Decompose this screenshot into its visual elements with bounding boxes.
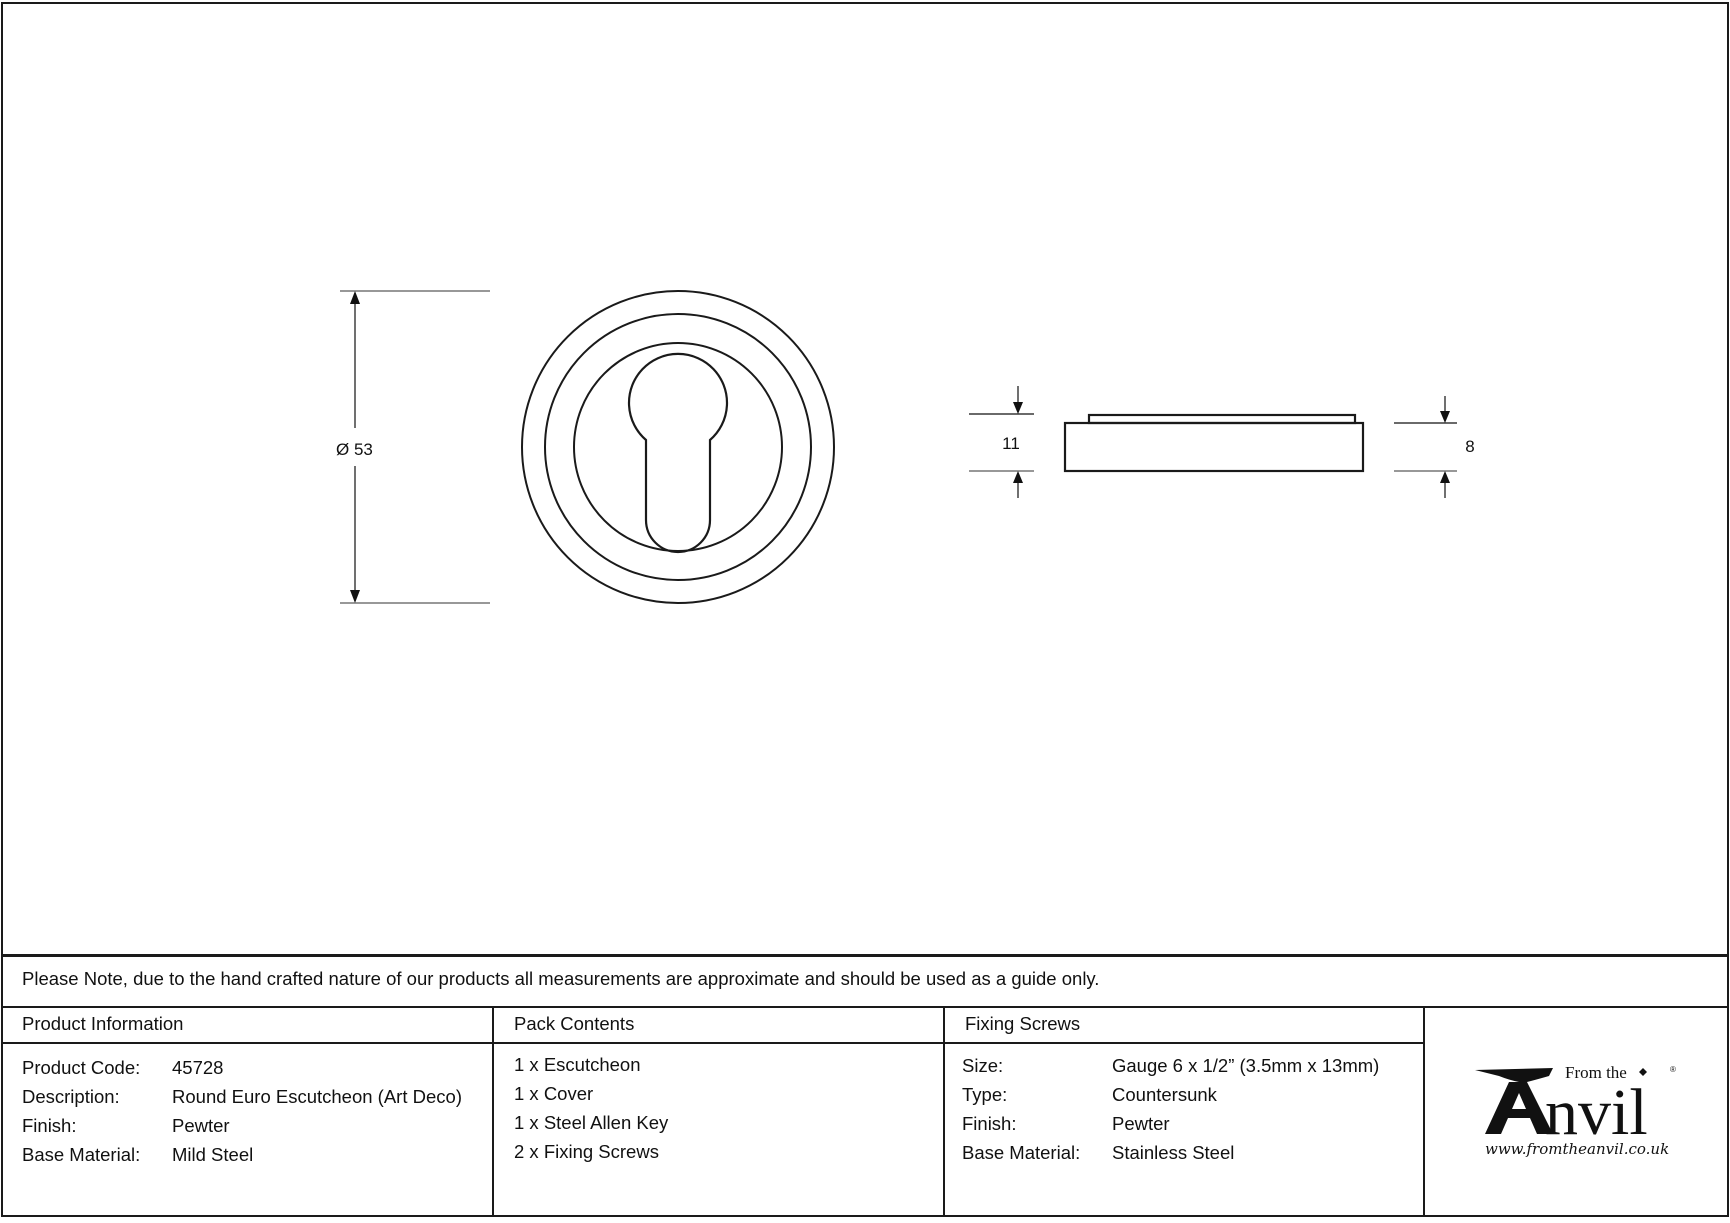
description-label: Description: xyxy=(22,1086,120,1107)
product-code-value: 45728 xyxy=(172,1057,224,1078)
overall-height-dimension: 11 xyxy=(969,386,1034,498)
screw-type-label: Type: xyxy=(962,1084,1008,1105)
pack-contents-heading: Pack Contents xyxy=(514,1013,635,1034)
screw-finish-value: Pewter xyxy=(1112,1113,1170,1134)
pack-item: 1 x Cover xyxy=(514,1083,594,1104)
column-divider-1 xyxy=(492,1006,494,1215)
screw-size-value: Gauge 6 x 1/2” (3.5mm x 13mm) xyxy=(1112,1055,1380,1076)
anvil-icon xyxy=(1475,1068,1553,1134)
product-info-row: Product Code: 45728 xyxy=(22,1053,462,1082)
fixing-screws-table: Size: Gauge 6 x 1/2” (3.5mm x 13mm) Type… xyxy=(962,1051,1379,1167)
base-material-label: Base Material: xyxy=(22,1144,141,1165)
base-height-dimension: 8 xyxy=(1394,396,1475,498)
pack-item: 1 x Steel Allen Key xyxy=(514,1112,669,1133)
product-information-table: Product Code: 45728 Description: Round E… xyxy=(22,1053,462,1169)
logo-from-the: From the xyxy=(1565,1063,1627,1082)
base-material-value: Mild Steel xyxy=(172,1144,254,1165)
diamond-icon xyxy=(1639,1068,1647,1076)
screw-material-value: Stainless Steel xyxy=(1112,1142,1235,1163)
finish-label: Finish: xyxy=(22,1115,77,1136)
pack-item: 1 x Escutcheon xyxy=(514,1054,641,1075)
anvil-logo-graphic: From the nvil ® www.fromtheanvil.co.uk xyxy=(1475,1063,1676,1158)
description-value: Round Euro Escutcheon (Art Deco) xyxy=(172,1086,462,1107)
product-code-label: Product Code: xyxy=(22,1057,141,1078)
diameter-dimension: Ø 53 xyxy=(336,290,490,604)
column-divider-2 xyxy=(943,1006,945,1215)
fixing-screw-row: Finish: Pewter xyxy=(962,1109,1379,1138)
screw-size-label: Size: xyxy=(962,1055,1004,1076)
logo-anvil: nvil xyxy=(1545,1076,1648,1149)
from-the-anvil-logo: From the nvil ® www.fromtheanvil.co.uk xyxy=(1475,1060,1685,1160)
technical-drawing: Ø 53 11 xyxy=(336,290,1475,604)
column-divider-3 xyxy=(1423,1006,1425,1215)
overall-height-label: 11 xyxy=(1002,434,1020,453)
fixing-screws-heading: Fixing Screws xyxy=(965,1013,1081,1034)
finish-value: Pewter xyxy=(172,1115,230,1136)
product-info-row: Description: Round Euro Escutcheon (Art … xyxy=(22,1082,462,1111)
screw-type-value: Countersunk xyxy=(1112,1084,1217,1105)
registered-mark: ® xyxy=(1670,1065,1676,1074)
product-information-heading: Product Information xyxy=(22,1013,184,1034)
header-row-border xyxy=(1,1042,1425,1044)
footer-top-border xyxy=(1,954,1729,957)
screw-finish-label: Finish: xyxy=(962,1113,1017,1134)
product-info-row: Finish: Pewter xyxy=(22,1111,462,1140)
screw-material-label: Base Material: xyxy=(962,1142,1081,1163)
fixing-screw-row: Type: Countersunk xyxy=(962,1080,1379,1109)
product-info-row: Base Material: Mild Steel xyxy=(22,1140,462,1169)
escutcheon-side-view xyxy=(1063,413,1365,473)
note-bottom-border xyxy=(1,1006,1729,1008)
fixing-screw-row: Size: Gauge 6 x 1/2” (3.5mm x 13mm) xyxy=(962,1051,1379,1080)
base-height-label: 8 xyxy=(1465,437,1474,456)
pack-item: 2 x Fixing Screws xyxy=(514,1141,659,1162)
diameter-label: Ø 53 xyxy=(336,440,373,459)
fixing-screw-row: Base Material: Stainless Steel xyxy=(962,1138,1379,1167)
escutcheon-front-view xyxy=(521,290,835,604)
logo-url: www.fromtheanvil.co.uk xyxy=(1485,1140,1669,1158)
drawing-canvas: Ø 53 11 xyxy=(336,290,1475,604)
measurement-note: Please Note, due to the hand crafted nat… xyxy=(22,968,1100,989)
pack-contents-list: 1 x Escutcheon 1 x Cover 1 x Steel Allen… xyxy=(514,1050,668,1166)
